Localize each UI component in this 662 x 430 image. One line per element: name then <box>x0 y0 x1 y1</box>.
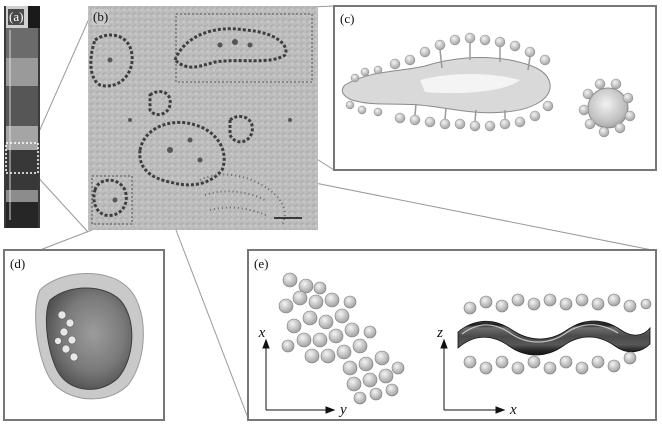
filament-upper-proteins <box>463 293 652 315</box>
panel-c <box>333 5 657 171</box>
tube-band-dark <box>6 150 38 190</box>
connector-b-to-d <box>39 229 93 251</box>
panel-label-e: (e) <box>254 256 269 271</box>
tube-band-light <box>6 58 38 86</box>
protein-stalks <box>414 43 531 122</box>
tomogram-membranes <box>89 27 288 217</box>
filament-tube <box>457 320 651 356</box>
filament-xz-view <box>457 293 652 375</box>
tube-band-mid <box>6 86 38 126</box>
axes-xy <box>262 338 336 414</box>
panel-label-b: (b) <box>92 9 110 25</box>
inset-box-d <box>91 175 133 225</box>
axis-label-right-horizontal: x <box>509 402 517 418</box>
connector-a-to-b-bottom <box>33 172 89 233</box>
surface-proteins <box>345 32 554 132</box>
panel-label-a: (a) <box>8 9 25 25</box>
tube-bottom <box>6 202 38 228</box>
axis-label-right-vertical: z <box>436 325 443 341</box>
inset-box-c <box>175 13 313 83</box>
panel-d <box>3 249 165 421</box>
lattice-xy-view <box>278 272 405 405</box>
filament-lower-proteins <box>463 351 637 375</box>
filament-highlight <box>461 324 619 343</box>
membrane-highlight <box>420 74 520 94</box>
tube-band-bright <box>6 126 38 150</box>
axis-label-left-horizontal: y <box>338 402 347 418</box>
panel-label-c: (c) <box>340 11 355 26</box>
panel-e: x y z x <box>247 249 657 421</box>
panel-label-d: (d) <box>10 256 26 271</box>
tomogram-fibres <box>199 173 286 226</box>
tube-lower-light <box>6 190 38 202</box>
axes-xz <box>440 338 506 414</box>
fraction-box <box>5 142 39 174</box>
tomogram-background <box>88 6 318 230</box>
small-vesicle-proteins <box>578 78 636 138</box>
tube-upper-body <box>6 28 38 58</box>
panel-a <box>4 6 40 228</box>
tube-top-dark <box>28 6 40 28</box>
axis-label-left-vertical: x <box>258 325 266 341</box>
tomogram-particles <box>107 39 292 203</box>
connector-b-to-e-left <box>175 229 249 419</box>
connector-a-to-b-top <box>33 11 93 144</box>
panel-b <box>88 6 318 230</box>
inner-membrane <box>45 287 133 390</box>
connector-b-to-e-right <box>299 179 653 251</box>
cup-proteins <box>54 310 79 362</box>
